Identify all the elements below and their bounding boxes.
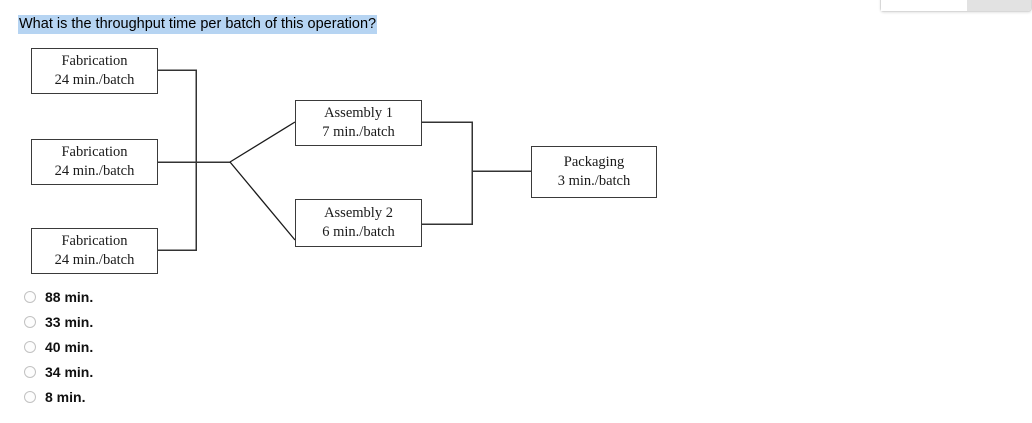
question-text: What is the throughput time per batch of… [18, 15, 378, 34]
process-box-assembly-1: Assembly 1 7 min./batch [295, 100, 422, 146]
widget-text-field[interactable] [881, 0, 967, 11]
connector-split-to-assembly1 [229, 121, 296, 163]
connector-fabrication1-to-bus [158, 69, 197, 162]
connector-assembly2-to-merge [422, 171, 473, 225]
answer-option-label: 8 min. [45, 388, 86, 405]
top-right-widget[interactable] [880, 0, 1032, 12]
process-flow-diagram: Fabrication 24 min./batch Fabrication 24… [31, 48, 657, 274]
radio-button-icon[interactable] [24, 315, 36, 328]
answer-options-list: 88 min. 33 min. 40 min. 34 min. 8 min. [24, 284, 364, 409]
process-box-rate: 7 min./batch [322, 124, 395, 140]
process-box-fabrication-3: Fabrication 24 min./batch [31, 228, 158, 274]
process-box-title: Assembly 1 [324, 105, 393, 121]
answer-option-88[interactable]: 88 min. [24, 284, 364, 309]
answer-option-label: 40 min. [45, 338, 94, 355]
answer-option-33[interactable]: 33 min. [24, 309, 364, 334]
connector-split-to-assembly2 [229, 161, 296, 241]
process-box-rate: 24 min./batch [54, 72, 135, 88]
question-prompt: What is the throughput time per batch of… [18, 15, 378, 34]
process-box-fabrication-2: Fabrication 24 min./batch [31, 139, 158, 185]
process-box-rate: 24 min./batch [54, 252, 135, 268]
answer-option-label: 33 min. [45, 313, 94, 330]
answer-option-40[interactable]: 40 min. [24, 334, 364, 359]
process-box-rate: 24 min./batch [54, 163, 135, 179]
answer-option-label: 34 min. [45, 363, 94, 380]
diagram-connectors [158, 69, 531, 251]
radio-button-icon[interactable] [24, 390, 36, 403]
process-box-title: Fabrication [61, 53, 128, 69]
process-box-fabrication-1: Fabrication 24 min./batch [31, 48, 158, 94]
radio-button-icon[interactable] [24, 340, 36, 353]
radio-button-icon[interactable] [24, 290, 36, 303]
process-box-title: Fabrication [61, 233, 128, 249]
process-box-title: Packaging [563, 154, 625, 170]
process-box-rate: 3 min./batch [557, 173, 631, 189]
process-box-rate: 6 min./batch [322, 224, 395, 240]
connector-fabrication3-to-bus [158, 162, 197, 251]
widget-action-button[interactable] [967, 0, 1031, 11]
process-box-title: Fabrication [61, 144, 128, 160]
process-box-packaging: Packaging 3 min./batch [531, 146, 657, 198]
process-box-assembly-2: Assembly 2 6 min./batch [295, 199, 422, 247]
process-box-title: Assembly 2 [324, 205, 393, 221]
answer-option-34[interactable]: 34 min. [24, 359, 364, 384]
answer-option-label: 88 min. [45, 288, 94, 305]
answer-option-8[interactable]: 8 min. [24, 384, 364, 409]
radio-button-icon[interactable] [24, 365, 36, 378]
connector-assembly1-to-merge [422, 121, 473, 171]
